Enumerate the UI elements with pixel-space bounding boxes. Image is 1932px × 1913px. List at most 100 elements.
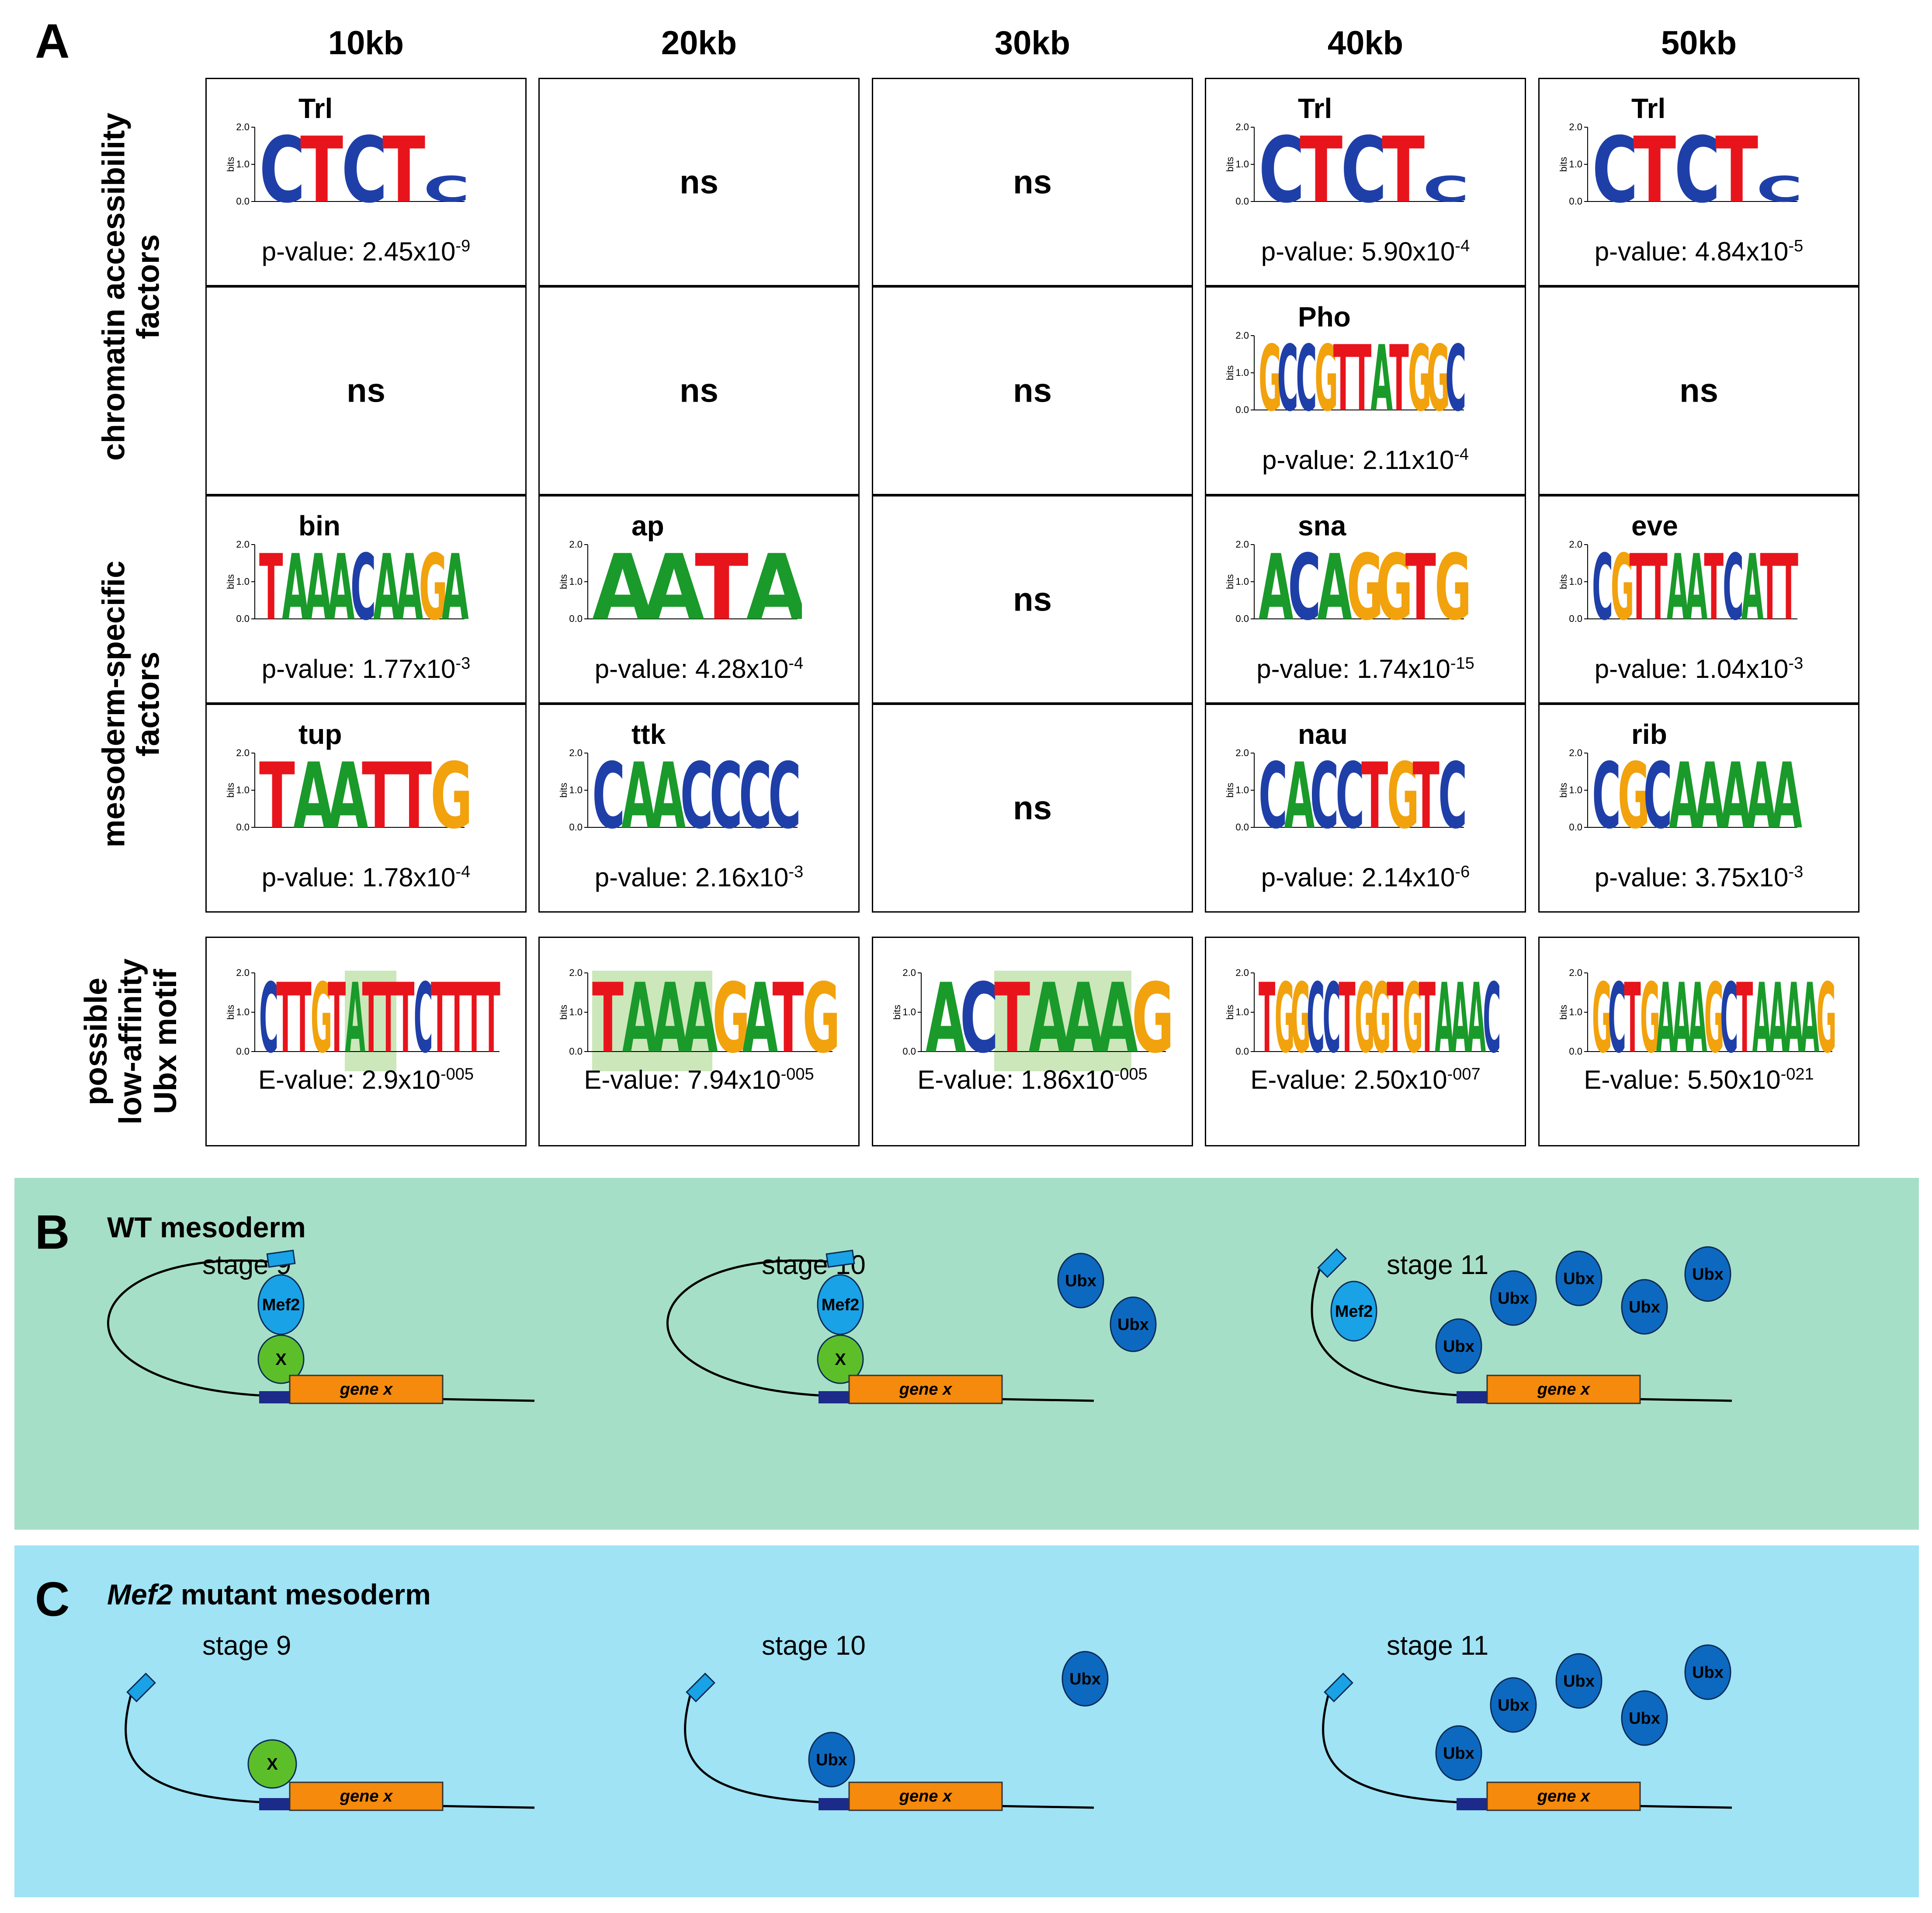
logo-letter-A: A — [396, 536, 423, 636]
x-protein: X — [817, 1334, 864, 1384]
logo-tick-label: 0.0 — [1235, 613, 1249, 624]
ubx-protein-shape — [1435, 1725, 1482, 1781]
logo-tick-label: 0.0 — [1569, 613, 1582, 624]
x-protein: X — [247, 1739, 297, 1789]
logo-tick-label: 0.0 — [1235, 1046, 1249, 1057]
logo-letter-C: C — [1483, 964, 1501, 1069]
mef2-protein: Mef2 — [257, 1274, 305, 1335]
logo-letter-A: A — [1667, 536, 1689, 636]
logo-axis-label: bits — [1558, 783, 1569, 798]
logo-letter-A: A — [644, 536, 704, 636]
logo-letter-A: A — [1063, 964, 1103, 1069]
logo-letter-G: G — [1355, 964, 1375, 1069]
logo-letter-G: G — [1376, 536, 1413, 636]
row-group-label-line: possible — [79, 977, 114, 1106]
value-exponent: -005 — [440, 1065, 474, 1083]
logo-letter-T: T — [1361, 744, 1388, 845]
ubx-protein-label: Ubx — [1692, 1265, 1724, 1284]
logo-letter-C: C — [1423, 169, 1468, 210]
p-value-label: p-value: 1.77x10-3 — [207, 654, 525, 684]
stage-9-diagram: gene x X — [125, 1673, 535, 1811]
gene-box — [1486, 1781, 1641, 1811]
value-exponent: -5 — [1788, 237, 1804, 255]
logo-letter-A: A — [1688, 964, 1707, 1069]
logo-letter-G: G — [1131, 964, 1170, 1069]
logo-letter-A: A — [1741, 536, 1764, 636]
panel-c-title-gene: Mef2 — [107, 1578, 173, 1611]
row-group-label-line: factors — [131, 651, 166, 757]
ubx-protein-label: Ubx — [1498, 1289, 1529, 1308]
e-value-label: E-value: 1.86x10-005 — [873, 1065, 1192, 1095]
x-protein-label: X — [267, 1755, 278, 1774]
logo-letter-G: G — [1403, 964, 1423, 1069]
ubx-core-highlight — [994, 971, 1132, 1071]
gene-x: gene x — [259, 1781, 444, 1811]
logo-letter-A: A — [1784, 964, 1803, 1069]
column-header-20kb: 20kb — [661, 24, 737, 62]
logo-tick-label: 1.0 — [1569, 159, 1582, 170]
dna-strand-open — [1322, 1689, 1483, 1805]
logo-letter-A: A — [1284, 744, 1315, 845]
logo-letter-C: C — [1307, 964, 1325, 1069]
logo-axis-label: bits — [1224, 783, 1235, 798]
logo-letter-C: C — [1756, 169, 1802, 210]
p-value-label: p-value: 5.90x10-4 — [1206, 236, 1525, 267]
logo-letter-G: G — [1346, 536, 1383, 636]
logo-tick-label: 1.0 — [1235, 367, 1249, 378]
logo-letter-G: G — [1592, 964, 1612, 1069]
transcription-factor-name: bin — [298, 510, 340, 542]
logo-letter-G: G — [1275, 964, 1295, 1069]
value-exponent: -4 — [788, 654, 804, 673]
logo-letter-C: C — [350, 536, 376, 636]
value-exponent: -005 — [780, 1065, 814, 1083]
value-exponent: -6 — [1455, 863, 1470, 881]
logo-letter-G: G — [1387, 744, 1419, 845]
transcription-factor-name: Trl — [1631, 93, 1666, 124]
ubx-protein-label: Ubx — [1629, 1298, 1660, 1316]
logo-axis-label: bits — [1224, 365, 1235, 380]
enhancer-element — [826, 1250, 855, 1268]
value-exponent: -9 — [455, 237, 471, 255]
dna-strand-open — [684, 1689, 845, 1805]
value-text: E-value: 1.86x10 — [917, 1065, 1114, 1094]
mef2-protein-shape — [257, 1274, 305, 1335]
column-header-30kb: 30kb — [994, 24, 1071, 62]
logo-tick-label: 0.0 — [1235, 196, 1249, 207]
logo-tick-label: 1.0 — [1235, 1007, 1249, 1017]
value-exponent: -3 — [1788, 654, 1804, 673]
logo-letter-T: T — [259, 744, 295, 845]
logo-letter-C: C — [1296, 327, 1317, 427]
logo-letter-A: A — [328, 536, 355, 636]
panel-a-letter: A — [35, 14, 70, 68]
x-protein: X — [257, 1334, 305, 1384]
logo-letter-G: G — [1427, 327, 1450, 427]
logo-letter-T: T — [362, 964, 380, 1069]
logo-letter-C: C — [1608, 964, 1626, 1069]
logo-tick-label: 2.0 — [902, 967, 916, 978]
logo-letter-T: T — [1352, 327, 1372, 427]
logo-letter-T: T — [1382, 118, 1425, 219]
p-value-label: p-value: 1.04x10-3 — [1540, 654, 1858, 684]
dna-loop — [666, 1259, 845, 1398]
logo-tick-label: 0.0 — [569, 613, 583, 624]
logo-tick-label: 1.0 — [1569, 785, 1582, 795]
transcription-factor-name: ap — [631, 510, 664, 542]
not-significant-label: ns — [1679, 372, 1718, 410]
value-text: E-value: 5.50x10 — [1584, 1065, 1781, 1094]
e-value-label: E-value: 5.50x10-021 — [1540, 1065, 1858, 1095]
logo-tick-label: 0.0 — [1569, 196, 1582, 207]
ubx-protein-shape — [1621, 1279, 1668, 1335]
logo-tick-label: 0.0 — [569, 1046, 583, 1057]
logo-letter-A: A — [282, 536, 309, 636]
logo-letter-C: C — [1288, 536, 1321, 636]
